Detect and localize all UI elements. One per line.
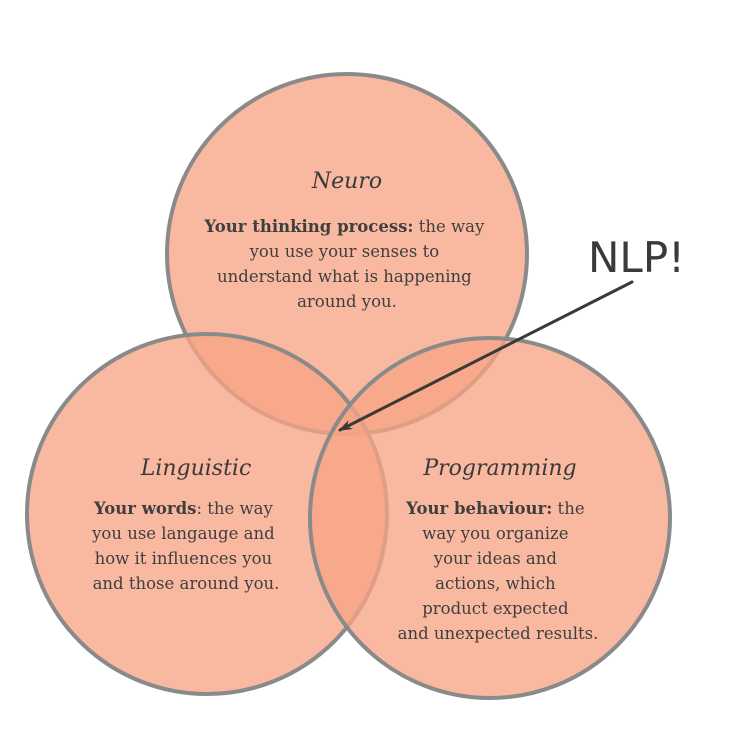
nlp-callout: NLP! — [588, 233, 685, 282]
neuro-body-rest: the way — [414, 217, 485, 236]
programming-body-rest: the — [552, 499, 584, 518]
programming-line-2: your ideas and — [433, 549, 558, 568]
neuro-body: Your thinking process: the way you use y… — [203, 217, 489, 311]
linguistic-line-1: you use langauge and — [91, 524, 275, 543]
neuro-body-bold: Your thinking process: — [203, 217, 413, 236]
programming-body: Your behaviour: the way you organize you… — [398, 499, 599, 643]
linguistic-body-rest: : the way — [196, 499, 273, 518]
programming-line-3: actions, which — [435, 574, 556, 593]
neuro-title: Neuro — [311, 169, 382, 194]
linguistic-line-3: and those around you. — [93, 574, 280, 593]
programming-title: Programming — [422, 456, 576, 481]
linguistic-line-2: how it influences you — [95, 549, 273, 568]
linguistic-body: Your words: the way you use langauge and… — [91, 499, 280, 593]
neuro-line-1: you use your senses to — [249, 242, 440, 261]
linguistic-body-bold: Your words — [93, 499, 197, 518]
linguistic-title: Linguistic — [140, 456, 252, 481]
neuro-line-2: understand what is happening — [217, 267, 472, 286]
programming-line-5: and unexpected results. — [398, 624, 599, 643]
programming-line-1: way you organize — [422, 524, 568, 543]
circle-programming — [308, 336, 672, 700]
programming-body-bold: Your behaviour: — [405, 499, 552, 518]
programming-line-4: product expected — [422, 599, 569, 618]
neuro-line-3: around you. — [297, 292, 397, 311]
callout-arrow — [338, 280, 634, 432]
